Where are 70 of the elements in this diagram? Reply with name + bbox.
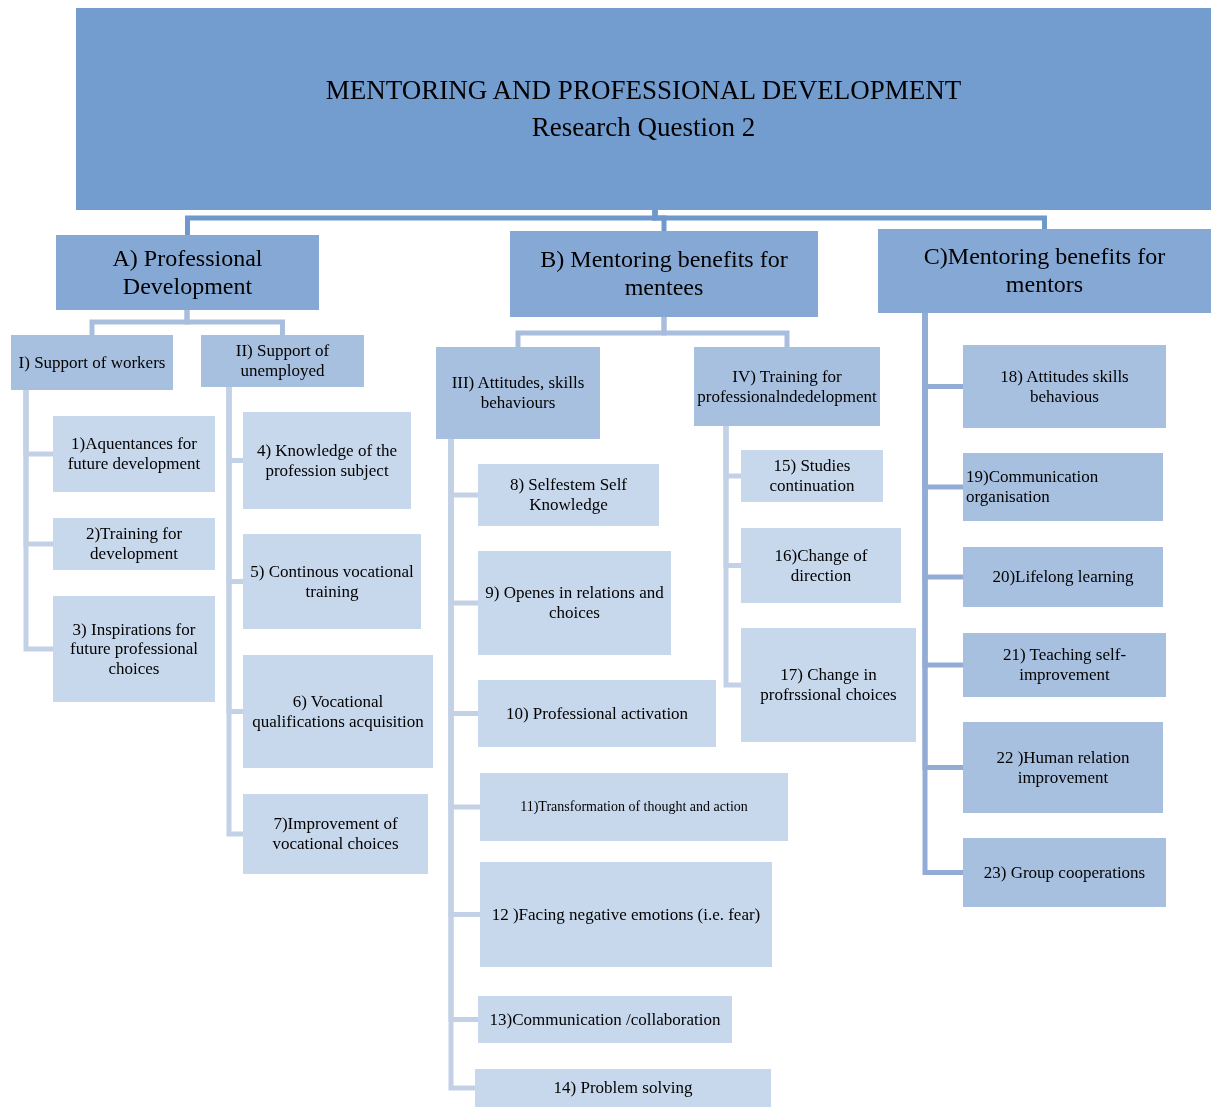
item-box: [963, 722, 1163, 813]
item-box: [478, 996, 732, 1043]
box-label: 10) Professional activation: [505, 703, 689, 724]
item-box: [478, 551, 671, 655]
box-label: 11)Transformation of thought and action: [520, 798, 748, 816]
connector-line: [661, 317, 790, 347]
item-box: [741, 450, 883, 502]
item-box: [963, 345, 1166, 428]
item-box: [53, 596, 215, 702]
item-box: [478, 464, 659, 526]
box-label: 2)Training for development: [84, 524, 184, 564]
box-label: A) Professional Development: [111, 244, 264, 301]
box-label: 18) Attitudes skills behavious: [999, 366, 1130, 407]
box-subheading: Research Question 2: [531, 112, 756, 144]
box-label: 7)Improvement of vocational choices: [271, 814, 400, 854]
item-box: [53, 416, 215, 492]
connector-line: [652, 210, 1047, 229]
box-label: III) Attitudes, skills behaviours: [450, 373, 586, 413]
item-box: [478, 680, 716, 747]
category-box: [56, 235, 319, 310]
connector-line: [723, 426, 741, 688]
box-label: 8) Selfestem Self Knowledge: [508, 475, 629, 515]
box-label: 20)Lifelong learning: [992, 567, 1134, 587]
box-label: IV) Training for professionalndedelopment: [697, 366, 877, 407]
subcategory-box: [201, 335, 364, 387]
connector-line: [226, 387, 243, 837]
subcategory-box: [11, 335, 173, 390]
item-box: [741, 628, 916, 742]
box-label: 21) Teaching self-improvement: [1001, 645, 1128, 685]
item-box: [963, 838, 1166, 907]
box-label: 5) Continous vocational training: [249, 561, 415, 602]
item-box: [53, 518, 215, 570]
subcategory-box: [436, 347, 600, 439]
box-label: 16)Change of direction: [773, 545, 869, 586]
connector-line: [922, 313, 963, 875]
box-label: 6) Vocational qualifications acquisition: [251, 691, 425, 732]
item-box: [741, 528, 901, 603]
box-label: 3) Inspirations for future professional choices: [69, 619, 199, 679]
box-label: 4) Knowledge of the profession subject: [255, 440, 399, 481]
connector-line: [184, 310, 285, 335]
item-box: [963, 453, 1163, 521]
box-label: 1)Aquentances for future development: [66, 434, 202, 474]
item-box: [243, 534, 421, 629]
item-box: [963, 547, 1163, 607]
box-label: 23) Group cooperations: [983, 862, 1146, 883]
box-label: 19)Communication organisation: [966, 467, 1100, 507]
item-box: [480, 773, 788, 841]
category-box: [878, 229, 1211, 313]
box-label: B) Mentoring benefits for mentees: [540, 246, 788, 302]
box-label: 13)Communication /collaboration: [489, 1009, 721, 1030]
title-banner: [76, 8, 1211, 210]
item-box: [243, 655, 433, 768]
category-box: [510, 231, 818, 317]
box-label: 15) Studies continuation: [768, 456, 856, 496]
item-box: [475, 1069, 771, 1107]
box-label: 12 )Facing negative emotions (i.e. fear): [491, 904, 761, 925]
item-box: [963, 633, 1166, 697]
box-label: I) Support of workers: [18, 352, 166, 373]
connector-line: [23, 390, 53, 652]
box-label: C)Mentoring benefits for mentors: [922, 243, 1167, 299]
box-label: II) Support of unemployed: [234, 341, 331, 381]
box-label: 17) Change in profrssional choices: [759, 665, 898, 705]
box-heading: MENTORING AND PROFESSIONAL DEVELOPMENT: [325, 74, 962, 106]
box-label: 22 )Human relation improvement: [995, 747, 1131, 788]
item-box: [243, 412, 411, 509]
box-label: 9) Openes in relations and choices: [484, 583, 665, 623]
box-label: 14) Problem solving: [553, 1078, 693, 1098]
item-box: [480, 862, 772, 967]
item-box: [243, 794, 428, 874]
subcategory-box: [694, 347, 880, 426]
